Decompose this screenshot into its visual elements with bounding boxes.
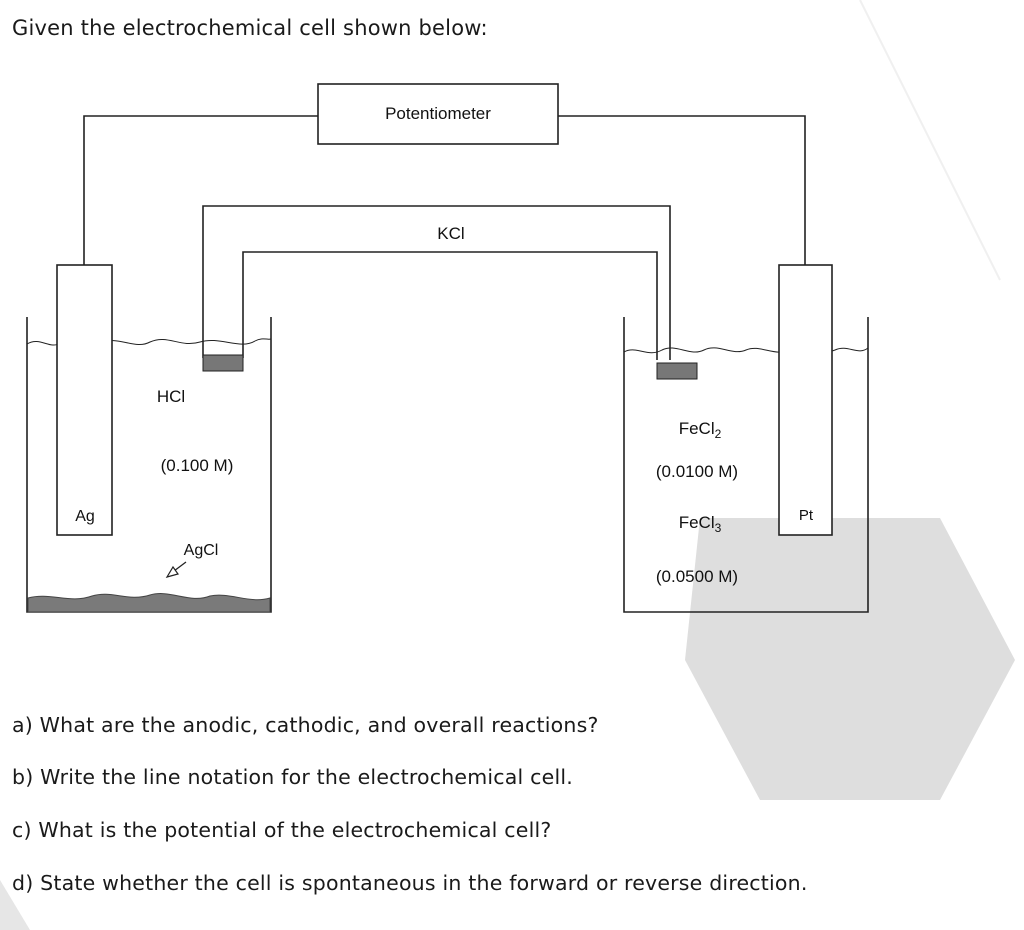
right-solution-surface <box>623 347 869 354</box>
intro-text: Given the electrochemical cell shown bel… <box>12 16 488 40</box>
background-corner-shape <box>0 880 30 930</box>
salt-bridge-label: KCl <box>437 224 464 243</box>
right-bridge-plug <box>656 362 698 380</box>
fecl3-concentration-label: (0.0500 M) <box>656 567 738 586</box>
fecl3-label: FeCl3 <box>679 513 722 535</box>
left-concentration-label: (0.100 M) <box>161 456 234 475</box>
left-electrode-label: Ag <box>75 508 95 525</box>
right-beaker <box>623 317 869 613</box>
electrochemical-cell-diagram: Potentiometer KCl Ag Pt HCl (0.100 M) Ag… <box>26 83 869 613</box>
question-b: b) Write the line notation for the elect… <box>12 765 573 789</box>
precipitate-arrow <box>165 561 187 578</box>
platinum-electrode <box>778 264 833 536</box>
right-electrode-label: Pt <box>799 507 814 524</box>
question-a: a) What are the anodic, cathodic, and ov… <box>12 713 599 737</box>
precipitate-label: AgCl <box>184 542 219 559</box>
salt-bridge-inner <box>242 251 658 360</box>
fecl2-label: FeCl2 <box>679 419 722 441</box>
fecl2-concentration-label: (0.0100 M) <box>656 462 738 481</box>
question-d: d) State whether the cell is spontaneous… <box>12 871 808 895</box>
left-solution-label: HCl <box>157 387 185 406</box>
left-bridge-plug <box>202 354 244 372</box>
potentiometer-box <box>317 83 559 145</box>
left-wire <box>83 115 318 265</box>
question-c: c) What is the potential of the electroc… <box>12 818 552 842</box>
silver-electrode <box>56 264 113 536</box>
right-wire <box>558 115 806 265</box>
potentiometer-label: Potentiometer <box>385 104 491 123</box>
agcl-precipitate <box>27 593 271 613</box>
background-line <box>859 0 1001 281</box>
salt-bridge-outer <box>202 205 671 360</box>
background-hexagon <box>685 518 1015 800</box>
